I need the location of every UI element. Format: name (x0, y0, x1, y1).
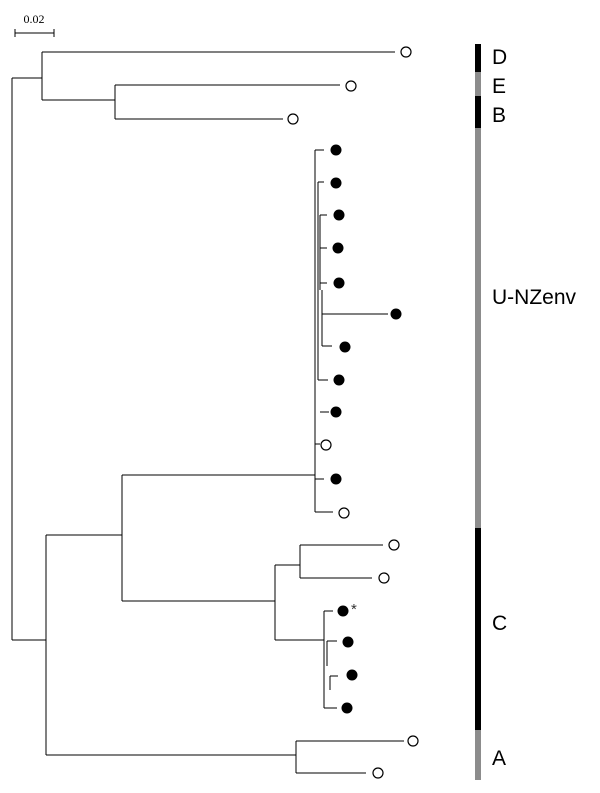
clade-label-e: E (492, 75, 506, 98)
scale-bar-label: 0.02 (24, 12, 45, 26)
tip-marker-u-nzenv-filled-circle (333, 277, 345, 289)
clade-label-d: D (492, 46, 507, 69)
tip-marker-u-nzenv-filled-circle (330, 406, 342, 418)
eb-group-branches (114, 84, 340, 120)
tip-marker-c-filled-circle (346, 669, 358, 681)
tree-branches (11, 51, 404, 774)
clade-unzenv-twigs (315, 149, 324, 480)
tip-marker-u-nzenv-filled-circle (330, 144, 342, 156)
tip-marker-u-nzenv-open-circle (338, 507, 350, 519)
clade-unzenv-inner-c (320, 290, 388, 413)
tip-marker-c-open-circle (388, 539, 400, 551)
tip-marker-a-open-circle (372, 767, 384, 779)
clade-unzenv-branches (122, 150, 333, 513)
scale-bar: 0.02 (14, 12, 55, 37)
tip-marker-e-open-circle (345, 80, 357, 92)
clade-c-upper-branches (122, 544, 383, 640)
tip-marker-b-open-circle (287, 113, 299, 125)
clade-label-u-nzenv: U-NZenv (492, 286, 577, 309)
tip-marker-u-nzenv-filled-circle (332, 242, 344, 254)
clade-label-a: A (492, 747, 506, 770)
tip-marker-u-nzenv-open-circle (320, 439, 332, 451)
tip-marker-c-open-circle (378, 572, 390, 584)
clade-unzenv-inner-a (317, 181, 328, 381)
clade-c-inner-branches (326, 640, 338, 690)
lower-root-branches (12, 535, 47, 755)
tip-marker-u-nzenv-filled-circle (390, 308, 402, 320)
tip-marker-u-nzenv-filled-circle (339, 341, 351, 353)
unzenv-c-ancestor-branches (46, 475, 123, 601)
clade-unzenv-inner-b (319, 214, 327, 290)
tip-marker-u-nzenv-filled-circle (330, 473, 342, 485)
tip-annotation: * (351, 601, 357, 618)
tip-marker-c-filled-circle (341, 702, 353, 714)
tip-marker-a-open-circle (407, 735, 419, 747)
clade-label-c: C (492, 612, 507, 635)
tip-marker-c-filled-circle (342, 636, 354, 648)
dbe-group-branches (12, 51, 395, 101)
tip-marker-d-open-circle (400, 46, 412, 58)
tip-marker-u-nzenv-filled-circle (330, 177, 342, 189)
clade-label-b: B (492, 104, 506, 127)
tip-markers: * (287, 46, 419, 779)
tip-marker-u-nzenv-filled-circle (333, 209, 345, 221)
clade-c-lower-branches (275, 610, 337, 709)
tip-marker-u-nzenv-filled-circle (333, 374, 345, 386)
clade-a-branches (46, 740, 404, 774)
tip-marker-c-filled-circle (337, 605, 349, 617)
